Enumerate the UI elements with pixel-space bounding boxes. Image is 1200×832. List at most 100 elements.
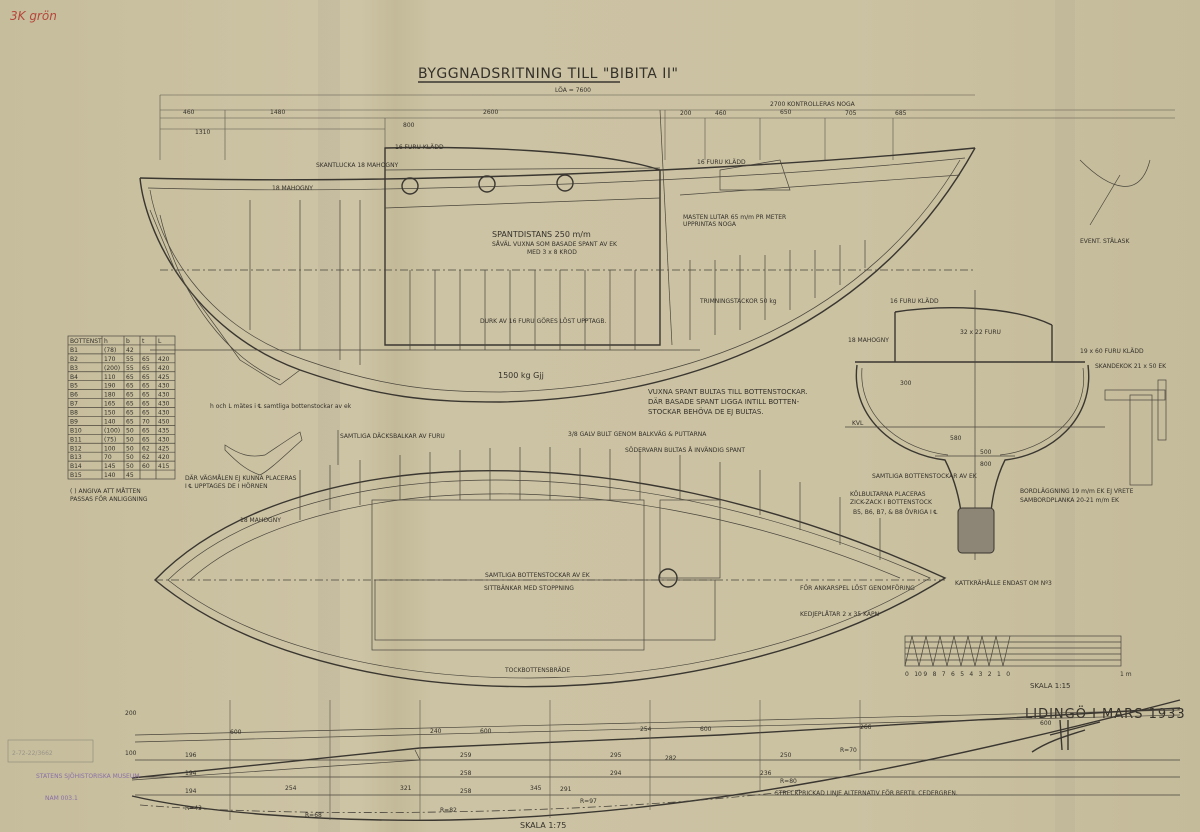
lines-dimension: 266 — [860, 724, 872, 731]
floors-label: SAMTLIGA BOTTENSTOCKAR AV EK — [485, 572, 591, 579]
table-cell: 430 — [158, 410, 170, 417]
section-dim: 500 — [980, 449, 992, 456]
lines-dimension: 194 — [185, 788, 197, 795]
table-cell: B8 — [70, 410, 78, 417]
table-cell: 65 — [142, 436, 150, 443]
lines-dimension: R=82 — [440, 807, 457, 814]
table-cell: 50 — [126, 427, 134, 434]
chain-label: KEDJEPLÅTAR 2 x 35 KAPN — [800, 611, 879, 618]
red-annotation: 3K grön — [10, 9, 57, 23]
lines-dimension: 600 — [230, 729, 242, 736]
section-dim: KVL — [852, 420, 864, 427]
galv-bolt-label: 3/8 GALV BULT GENOM BALKVÄG & PUTTARNA — [568, 431, 707, 438]
frame-note: SÅVÄL VUXNA SOM BASADE SPANT AV EK — [492, 241, 618, 248]
table-cell: 65 — [142, 401, 150, 408]
lines-dimension: 294 — [610, 770, 622, 777]
top-dimensions: LÖA = 7600 2700 KONTROLLERAS NOGA 460 14… — [159, 87, 1175, 160]
scale-tick: 6 — [951, 671, 955, 678]
table-cell: B13 — [70, 454, 82, 461]
svg-text:DÄR BASADE SPANT LIGGA INTILL: DÄR BASADE SPANT LIGGA INTILL BOTTEN- — [648, 397, 800, 406]
scale-tick: 1 — [997, 671, 1001, 678]
scale-tick: 1 m — [1120, 671, 1132, 678]
dim-value: 1310 — [195, 129, 210, 136]
mast-note: UPPRINTAS NOGA — [683, 221, 737, 228]
table-cell: 65 — [126, 401, 134, 408]
frame-spacing-label: SPANTDISTANS 250 m/m — [492, 230, 591, 239]
dim-value: 650 — [780, 109, 792, 116]
table-cell: 50 — [126, 454, 134, 461]
table-cell: B14 — [70, 463, 82, 470]
scale-tick: 2 — [988, 671, 992, 678]
lines-dimension: 100 — [125, 750, 137, 757]
table-cell: 140 — [104, 472, 116, 479]
table-cell: 165 — [104, 401, 116, 408]
table-cell: B4 — [70, 374, 78, 381]
dim-value: 460 — [715, 110, 727, 117]
table-cell: 150 — [104, 410, 116, 417]
dim-value: 200 — [680, 110, 692, 117]
bolt-note: VUXNA SPANT BULTAS TILL BOTTENSTOCKAR. D… — [648, 388, 808, 416]
scale-tick: 8 — [933, 671, 937, 678]
section-label: BORDLÄGGNING 19 m/m EK EJ VRETE — [1020, 488, 1134, 495]
hatch-label: SKANTLUCKA 18 MAHOGNY — [316, 162, 399, 169]
lines-dimension: 196 — [185, 752, 197, 759]
table-cell: 65 — [126, 418, 134, 425]
deck-beams-label: SAMTLIGA DÄCKSBALKAR AV FURU — [340, 433, 445, 440]
dim-value: 685 — [895, 110, 907, 117]
table-header: BOTTENST — [70, 338, 102, 345]
table-cell: 62 — [142, 454, 150, 461]
svg-text:h och L mätes i ℄ samtliga bot: h och L mätes i ℄ samtliga bottenstockar… — [210, 403, 352, 410]
svg-text:DÄR VÄGMÅLEN EJ KUNNA PLACERAS: DÄR VÄGMÅLEN EJ KUNNA PLACERAS — [185, 475, 297, 482]
fold-shade — [1055, 0, 1075, 832]
table-cell: 140 — [104, 418, 116, 425]
table-cell: 65 — [142, 374, 150, 381]
table-cell: 430 — [158, 436, 170, 443]
signature — [1031, 719, 1101, 753]
table-cell: (200) — [104, 365, 120, 372]
table-cell: (75) — [104, 436, 116, 443]
ballast-label: 1500 kg Gjj — [498, 371, 544, 380]
table-cell: 60 — [142, 463, 150, 470]
lines-dimension: 600 — [700, 726, 712, 733]
lines-dimension: R=68 — [305, 812, 322, 819]
fold-shade — [318, 0, 340, 832]
cabin-roof-label: 16 FURU KLÄDD — [395, 144, 444, 151]
scale-tick: 0 — [905, 671, 909, 678]
mast-note: MASTEN LUTAR 65 m/m PR METER — [683, 214, 786, 221]
table-cell: B6 — [70, 392, 78, 399]
table-cell: 65 — [126, 392, 134, 399]
table-cell: B1 — [70, 347, 78, 354]
dim-value: 2600 — [483, 109, 498, 116]
lines-dimension: 194 — [185, 770, 197, 777]
lines-dimension: 321 — [400, 785, 412, 792]
lines-dimension: R=97 — [580, 798, 597, 805]
table-cell: 145 — [104, 463, 116, 470]
section-label: SAMTLIGA BOTTENSTOCKAR AV EK — [872, 473, 978, 480]
table-cell: 65 — [142, 356, 150, 363]
section-label: 19 x 60 FURU KLÄDD — [1080, 348, 1144, 355]
table-cell: 65 — [142, 410, 150, 417]
archive-stamp: 2-72-22/3662 STATENS SJÖHISTORISKA MUSEU… — [7, 739, 139, 802]
table-cell: 425 — [158, 445, 170, 452]
midship-section — [845, 290, 1167, 560]
lines-dimension: 295 — [610, 752, 622, 759]
table-cell: 50 — [126, 436, 134, 443]
table-cell: 420 — [158, 454, 170, 461]
section-label: SAMBORDPLANKA 20-21 m/m EK — [1020, 497, 1120, 504]
dim-control: 2700 KONTROLLERAS NOGA — [770, 101, 856, 108]
table-cell: (100) — [104, 427, 120, 434]
lines-dimension: 600 — [480, 728, 492, 735]
table-cell: B15 — [70, 472, 82, 479]
table-header: h — [104, 338, 108, 345]
table-cell: 450 — [158, 418, 170, 425]
scale-tick: 10 — [914, 671, 922, 678]
table-cell: 65 — [142, 392, 150, 399]
section-label: 16 FURU KLÄDD — [890, 298, 939, 305]
svg-text:STATENS SJÖHISTORISKA MUSEUM: STATENS SJÖHISTORISKA MUSEUM — [36, 773, 139, 780]
lines-dimension: R=43 — [185, 805, 202, 812]
scale-tick: 5 — [960, 671, 964, 678]
table-cell: 415 — [158, 463, 170, 470]
